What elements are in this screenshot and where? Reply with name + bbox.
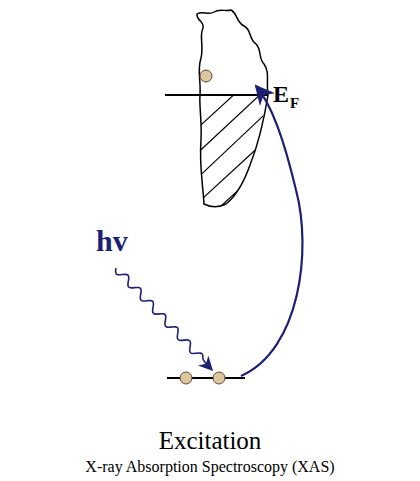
band-outline <box>197 10 268 207</box>
fermi-subscript: F <box>290 96 299 111</box>
fermi-level-line <box>165 94 268 96</box>
photon-label: hv <box>96 226 128 256</box>
excited-electron <box>200 70 212 82</box>
photon-arrow <box>116 268 212 370</box>
technique-label: X-ray Absorption Spectroscopy (XAS) <box>85 459 334 475</box>
core-electron <box>180 372 192 384</box>
core-electron <box>213 372 225 384</box>
hatching <box>190 80 300 240</box>
core-level-line <box>167 377 245 379</box>
caption: Excitation <box>159 428 262 453</box>
fermi-energy-symbol: E <box>273 82 289 106</box>
excitation-arrow <box>241 86 302 376</box>
